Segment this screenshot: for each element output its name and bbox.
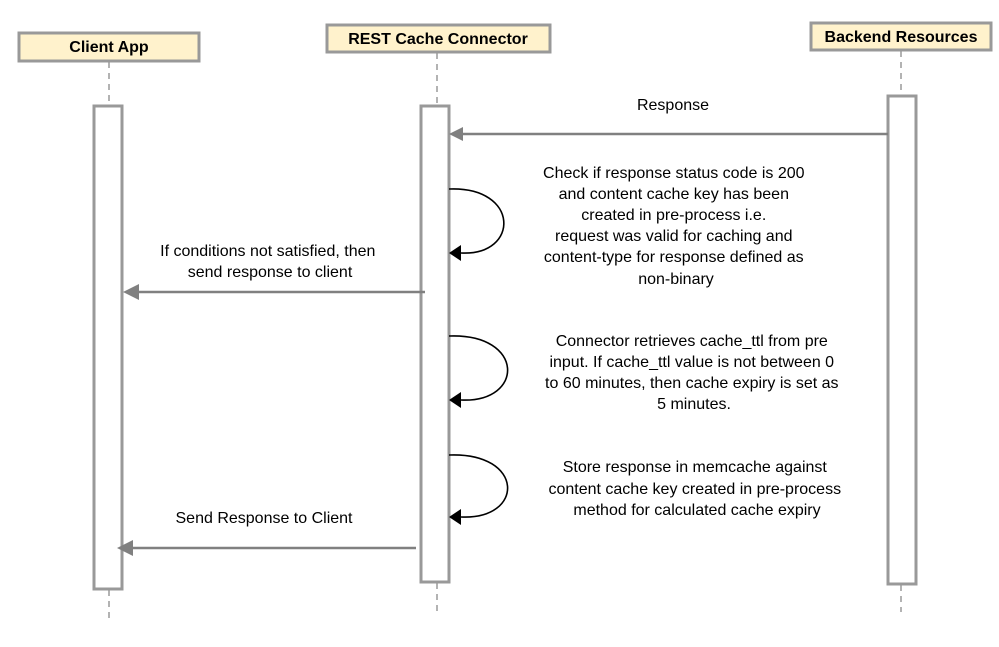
check-line: Check if response status code is 200 bbox=[543, 165, 805, 182]
arrowhead-left-icon bbox=[449, 392, 461, 408]
store-line: Store response in memcache against bbox=[563, 459, 828, 476]
check-line: non-binary bbox=[638, 271, 714, 288]
message-response: Response bbox=[449, 97, 888, 141]
self-message-check: Check if response status code is 200 and… bbox=[448, 165, 809, 288]
participant-backend-label: Backend Resources bbox=[825, 29, 978, 46]
message-send-response: Send Response to Client bbox=[117, 510, 416, 556]
self-message-ttl: Connector retrieves cache_ttl from pre i… bbox=[448, 333, 843, 413]
arrowhead-left-icon bbox=[123, 284, 139, 300]
participant-connector: REST Cache Connector bbox=[325, 23, 552, 54]
not-satisfied-line: send response to client bbox=[188, 264, 353, 281]
ttl-line: 5 minutes. bbox=[657, 396, 731, 413]
check-line: request was valid for caching and bbox=[555, 228, 792, 245]
ttl-line: to 60 minutes, then cache expiry is set … bbox=[545, 375, 838, 392]
arrowhead-left-icon bbox=[449, 509, 461, 525]
connector-activation bbox=[419, 104, 451, 584]
participant-client-label: Client App bbox=[69, 39, 149, 56]
self-message-store: Store response in memcache against conte… bbox=[448, 454, 845, 525]
check-line: content-type for response defined as bbox=[544, 249, 804, 266]
backend-activation bbox=[886, 94, 918, 586]
arrowhead-left-icon bbox=[117, 540, 133, 556]
store-line: content cache key created in pre-process bbox=[548, 481, 841, 498]
check-line: created in pre-process i.e. bbox=[581, 207, 766, 224]
not-satisfied-line: If conditions not satisfied, then bbox=[160, 243, 375, 260]
participant-connector-label: REST Cache Connector bbox=[348, 31, 528, 48]
participant-client: Client App bbox=[17, 31, 201, 63]
not-satisfied-note: If conditions not satisfied, then send r… bbox=[160, 243, 380, 281]
store-note: Store response in memcache against conte… bbox=[548, 459, 845, 519]
store-line: method for calculated cache expiry bbox=[573, 502, 820, 519]
ttl-line: Connector retrieves cache_ttl from pre bbox=[556, 333, 828, 350]
message-not-satisfied: If conditions not satisfied, then send r… bbox=[123, 243, 425, 300]
participant-backend: Backend Resources bbox=[809, 21, 993, 52]
send-response-label: Send Response to Client bbox=[176, 510, 354, 527]
arrowhead-left-icon bbox=[449, 127, 463, 141]
arrowhead-left-icon bbox=[449, 245, 461, 261]
check-note: Check if response status code is 200 and… bbox=[543, 165, 809, 288]
check-line: and content cache key has been bbox=[559, 186, 789, 203]
response-label: Response bbox=[637, 97, 709, 114]
ttl-line: input. If cache_ttl value is not between… bbox=[549, 354, 834, 371]
ttl-note: Connector retrieves cache_ttl from pre i… bbox=[545, 333, 843, 413]
client-activation bbox=[92, 104, 124, 591]
